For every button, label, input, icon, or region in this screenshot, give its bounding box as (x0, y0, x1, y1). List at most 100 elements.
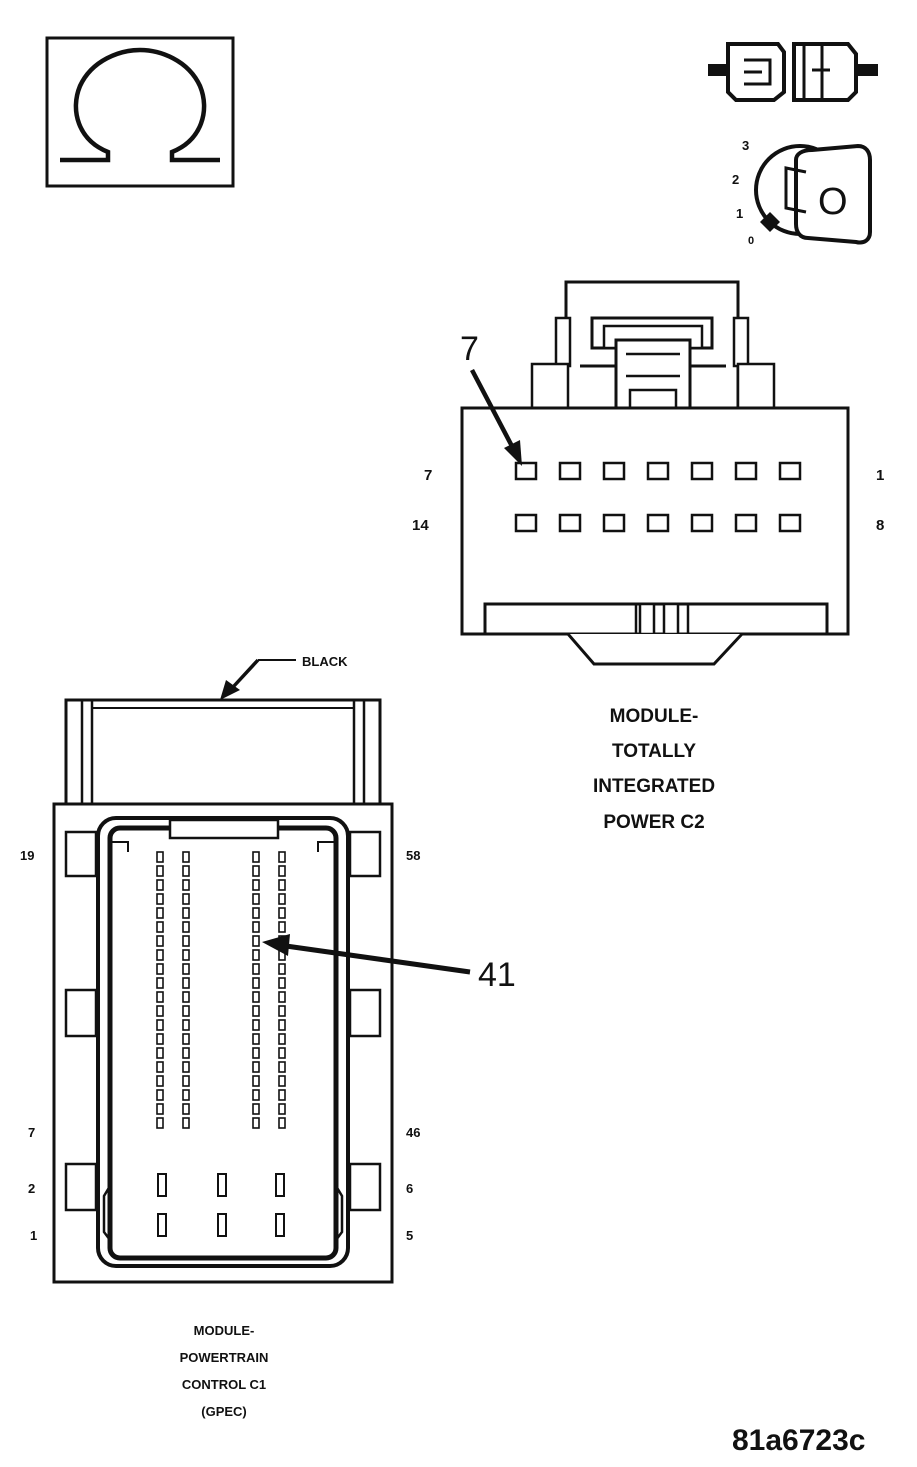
c1-small-pin (156, 1089, 164, 1101)
c1-small-pin (156, 851, 164, 863)
c1-small-pin (156, 991, 164, 1003)
c1-small-pin (278, 963, 286, 975)
c1-small-pin (156, 1075, 164, 1087)
c1-small-pin (156, 963, 164, 975)
c1-small-pin (252, 1103, 260, 1115)
c1-small-pin (278, 907, 286, 919)
c1-small-pin (278, 977, 286, 989)
c1-title-line: (GPEC) (201, 1404, 247, 1419)
ignition-position-1: 1 (736, 206, 743, 221)
c2-cavity-rows (514, 461, 802, 533)
c2-cavity (734, 513, 758, 533)
c1-large-pin (157, 1213, 167, 1237)
c1-small-pin (156, 865, 164, 877)
c1-large-pin (217, 1213, 227, 1237)
c1-small-pin (278, 1033, 286, 1045)
c1-small-pin (252, 935, 260, 947)
c2-cavity (778, 461, 802, 481)
c1-small-pin (182, 977, 190, 989)
c1-small-pin (182, 1075, 190, 1087)
c2-cavity (646, 513, 670, 533)
c1-small-pin (182, 949, 190, 961)
c1-small-pin (278, 879, 286, 891)
c1-small-pin (182, 865, 190, 877)
c2-title-line: INTEGRATED (593, 776, 715, 797)
c1-small-pin (278, 991, 286, 1003)
c1-pin-label-left: 1 (30, 1228, 37, 1243)
c1-small-pin (156, 1103, 164, 1115)
c1-small-pin (252, 963, 260, 975)
disconnected-connector-icon (708, 42, 878, 102)
c1-pin-label-right: 5 (406, 1228, 413, 1243)
c1-small-pin (182, 1005, 190, 1017)
c1-large-pin (275, 1173, 285, 1197)
c1-small-pin (252, 1075, 260, 1087)
c1-small-pin (182, 851, 190, 863)
c1-small-pin (278, 1061, 286, 1073)
c1-title-line: CONTROL C1 (182, 1377, 266, 1392)
c1-small-pin (156, 921, 164, 933)
c1-pin-label-right: 46 (406, 1125, 420, 1140)
c1-pin-label-left: 19 (20, 848, 34, 863)
c1-small-pin (278, 1089, 286, 1101)
c1-small-pin (182, 1061, 190, 1073)
c2-cavity (602, 461, 626, 481)
c1-small-pin (182, 991, 190, 1003)
c2-cavity (558, 461, 582, 481)
c1-small-pin (156, 1033, 164, 1045)
c1-pin-label-left: 2 (28, 1181, 35, 1196)
c1-small-pin (278, 1019, 286, 1031)
c2-connector: 7 7 1 14 8 (412, 280, 884, 666)
c1-large-pin (275, 1213, 285, 1237)
ignition-position-0: 0 (748, 235, 754, 247)
c1-small-pin (252, 949, 260, 961)
c1-small-pin (252, 1033, 260, 1045)
c1-small-pin (278, 921, 286, 933)
c1-small-pin (252, 879, 260, 891)
c1-title-line: MODULE- (194, 1323, 255, 1338)
c1-small-pin (252, 893, 260, 905)
c1-small-pin (156, 935, 164, 947)
c1-small-pin (252, 851, 260, 863)
ohmmeter-omega-icon (45, 36, 235, 188)
c1-small-pin (182, 907, 190, 919)
c1-small-pin (182, 963, 190, 975)
c1-title-line: POWERTRAIN (180, 1350, 269, 1365)
c2-title-line: TOTALLY (612, 741, 696, 762)
c1-small-pin (252, 907, 260, 919)
c1-small-pin (278, 1047, 286, 1059)
c1-small-pin (156, 907, 164, 919)
c1-small-pin (182, 1047, 190, 1059)
c1-small-pin (278, 865, 286, 877)
c2-cavity (558, 513, 582, 533)
c1-large-pins (157, 1173, 285, 1237)
c2-pin-label-top-right: 1 (876, 467, 884, 484)
c2-callout-arrow (470, 368, 522, 466)
c1-small-pin (278, 1075, 286, 1087)
c2-cavity (690, 513, 714, 533)
c1-small-pin (252, 977, 260, 989)
c1-small-pin (182, 893, 190, 905)
c1-small-pin (182, 879, 190, 891)
c1-small-pin (252, 1117, 260, 1129)
c1-small-pin (252, 991, 260, 1003)
c2-cavity (778, 513, 802, 533)
c1-small-pin (252, 1047, 260, 1059)
c1-small-pin (156, 977, 164, 989)
c2-title-line: MODULE- (610, 706, 699, 727)
c2-cavity (602, 513, 626, 533)
c1-small-pin (182, 921, 190, 933)
c1-small-pin (252, 1089, 260, 1101)
ignition-position-2: 2 (732, 172, 739, 187)
figure-id: 81a6723c (732, 1424, 865, 1457)
c1-small-pin (156, 1061, 164, 1073)
c2-cavity (514, 513, 538, 533)
c1-small-pin (156, 893, 164, 905)
ignition-key-glyph: O (818, 181, 848, 223)
c1-small-pin (278, 1117, 286, 1129)
c1-small-pin-columns (156, 851, 286, 1129)
c1-small-pin (156, 1005, 164, 1017)
c1-connector: BLACK (20, 654, 516, 1284)
c1-small-pin (182, 1089, 190, 1101)
